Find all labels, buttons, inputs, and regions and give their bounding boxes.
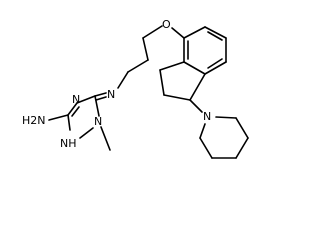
bond-pip3 bbox=[235, 137, 249, 159]
bond-pip5 bbox=[199, 137, 213, 159]
bond-n-c1 bbox=[117, 71, 129, 89]
bond-c1-c2 bbox=[127, 59, 149, 73]
bond-ntop-c bbox=[76, 95, 96, 104]
piperidine-n-label: N bbox=[203, 110, 211, 123]
bonds bbox=[48, 25, 249, 159]
ring-n-methyl-label: N bbox=[94, 115, 102, 128]
bond-o-ar bbox=[171, 27, 185, 39]
bond-cp2 bbox=[159, 69, 165, 96]
bond-ring-double bbox=[71, 106, 80, 117]
bond-ar-inner1 bbox=[207, 31, 223, 41]
bond-methyl bbox=[100, 126, 111, 151]
bond-pip6 bbox=[199, 123, 206, 139]
bond-ar4 bbox=[204, 61, 227, 75]
bond-ar1 bbox=[183, 26, 206, 39]
bond-c-npip bbox=[189, 99, 203, 113]
linker-n-label: N bbox=[107, 88, 115, 101]
bond-ar5 bbox=[183, 61, 206, 75]
bond-nh-c bbox=[67, 114, 71, 131]
amine-label: H2N bbox=[22, 114, 46, 127]
ring-nh-label: NH bbox=[60, 137, 77, 150]
bond-cp1 bbox=[159, 61, 185, 71]
bond-amine-c bbox=[48, 114, 69, 121]
bond-pip1 bbox=[215, 116, 237, 119]
bond-c3-o bbox=[142, 25, 163, 39]
bond-ar2 bbox=[204, 26, 227, 39]
ring-n-top-label: N bbox=[72, 93, 80, 106]
ether-o-label: O bbox=[162, 18, 171, 31]
bond-ar-inner2 bbox=[207, 58, 223, 69]
bond-pip2 bbox=[235, 117, 249, 139]
atom-labels: H2N N N NH N O N bbox=[22, 18, 211, 150]
bond-cp4 bbox=[189, 73, 206, 101]
bond-c-ntop bbox=[67, 102, 78, 116]
bond-c-nlinker-double bbox=[95, 96, 107, 101]
bond-c-nlinker bbox=[94, 92, 107, 97]
bond-c2-c3 bbox=[142, 37, 149, 61]
structure-svg: H2N N N NH N O N bbox=[22, 18, 249, 159]
bond-cp3 bbox=[163, 94, 191, 101]
bond-nme-nh bbox=[79, 127, 94, 139]
molecule-diagram: H2N N N NH N O N bbox=[22, 18, 249, 159]
